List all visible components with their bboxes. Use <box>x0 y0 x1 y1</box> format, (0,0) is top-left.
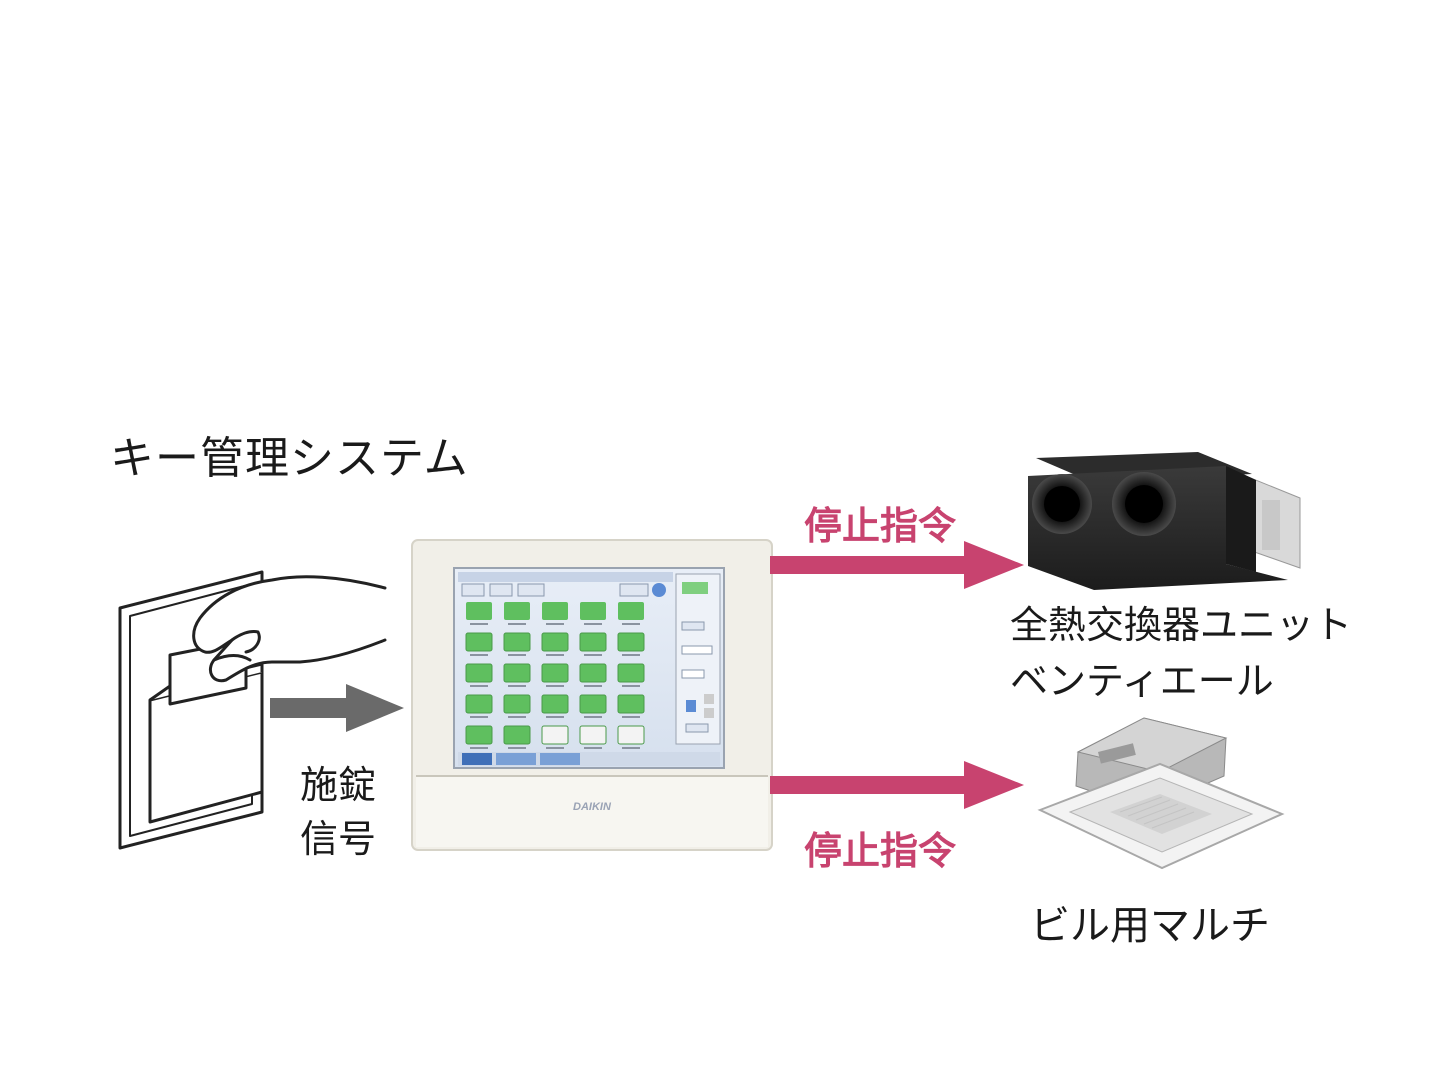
controller-brand-logo: DAIKIN <box>573 801 612 813</box>
stop-command-arrow-bottom <box>770 761 1024 809</box>
screen-tile-caption <box>508 623 526 625</box>
screen-tile <box>579 663 607 683</box>
screen-tile-caption <box>508 716 526 718</box>
screen-tile <box>465 694 493 714</box>
screen-tile-caption <box>584 654 602 656</box>
screen-tile-caption <box>546 716 564 718</box>
screen-tile <box>579 694 607 714</box>
stop-command-arrow-top <box>770 541 1024 589</box>
screen-tile-caption <box>470 747 488 749</box>
screen-tile <box>617 725 645 745</box>
screen-tile-caption <box>470 716 488 718</box>
screen-tile <box>503 632 531 652</box>
screen-tile-caption <box>546 654 564 656</box>
touch-panel-controller-icon: DAIKIN <box>411 539 773 851</box>
screen-tile <box>465 632 493 652</box>
screen-tile <box>580 602 606 620</box>
screen-tile <box>541 663 569 683</box>
screen-tile <box>617 632 645 652</box>
screen-tile-caption <box>470 654 488 656</box>
hand-icon <box>192 575 387 683</box>
screen-tile-caption <box>546 623 564 625</box>
screen-tile-caption <box>508 654 526 656</box>
screen-tile-caption <box>622 654 640 656</box>
erv-label-line1: 全熱交換器ユニット <box>1010 603 1353 647</box>
screen-tile <box>541 632 569 652</box>
stop-command-label-top: 停止指令 <box>804 504 957 548</box>
ceiling-cassette-ac-icon <box>1037 717 1285 870</box>
lock-signal-arrow <box>270 684 404 732</box>
screen-tile <box>503 694 531 714</box>
screen-tile <box>541 694 569 714</box>
diagram-title: キー管理システム <box>110 433 469 484</box>
screen-tile <box>617 694 645 714</box>
screen-tile-caption <box>622 685 640 687</box>
screen-tile-caption <box>508 685 526 687</box>
screen-tile-caption <box>584 716 602 718</box>
stop-command-label-bottom: 停止指令 <box>804 829 957 873</box>
lock-signal-label-line2: 信号 <box>300 817 377 861</box>
erv-label-line2: ベンティエール <box>1010 659 1274 703</box>
screen-tile <box>465 725 493 745</box>
ventilation-unit-icon <box>1028 452 1301 590</box>
screen-tile <box>579 725 607 745</box>
building-multi-ac-label: ビル用マルチ <box>1030 903 1270 949</box>
screen-tile <box>503 725 531 745</box>
screen-tile-caption <box>584 623 602 625</box>
screen-tile-caption <box>584 685 602 687</box>
screen-tile <box>503 663 531 683</box>
screen-tile <box>465 663 493 683</box>
screen-tile-caption <box>584 747 602 749</box>
screen-tile-caption <box>470 623 488 625</box>
screen-tile-caption <box>622 747 640 749</box>
screen-tile <box>466 602 492 620</box>
screen-tile-caption <box>470 685 488 687</box>
screen-tile <box>617 663 645 683</box>
screen-tile <box>504 602 530 620</box>
lock-signal-label-line1: 施錠 <box>300 763 377 807</box>
screen-tile <box>579 632 607 652</box>
screen-tile-caption <box>508 747 526 749</box>
screen-tile-caption <box>546 747 564 749</box>
screen-tile-caption <box>622 623 640 625</box>
screen-tile <box>541 725 569 745</box>
screen-tile <box>618 602 644 620</box>
controller-screen-tiles <box>465 602 645 749</box>
lock-signal-label: 施錠 信号 <box>300 758 376 866</box>
screen-tile-caption <box>622 716 640 718</box>
screen-tile <box>542 602 568 620</box>
screen-tile-caption <box>546 685 564 687</box>
